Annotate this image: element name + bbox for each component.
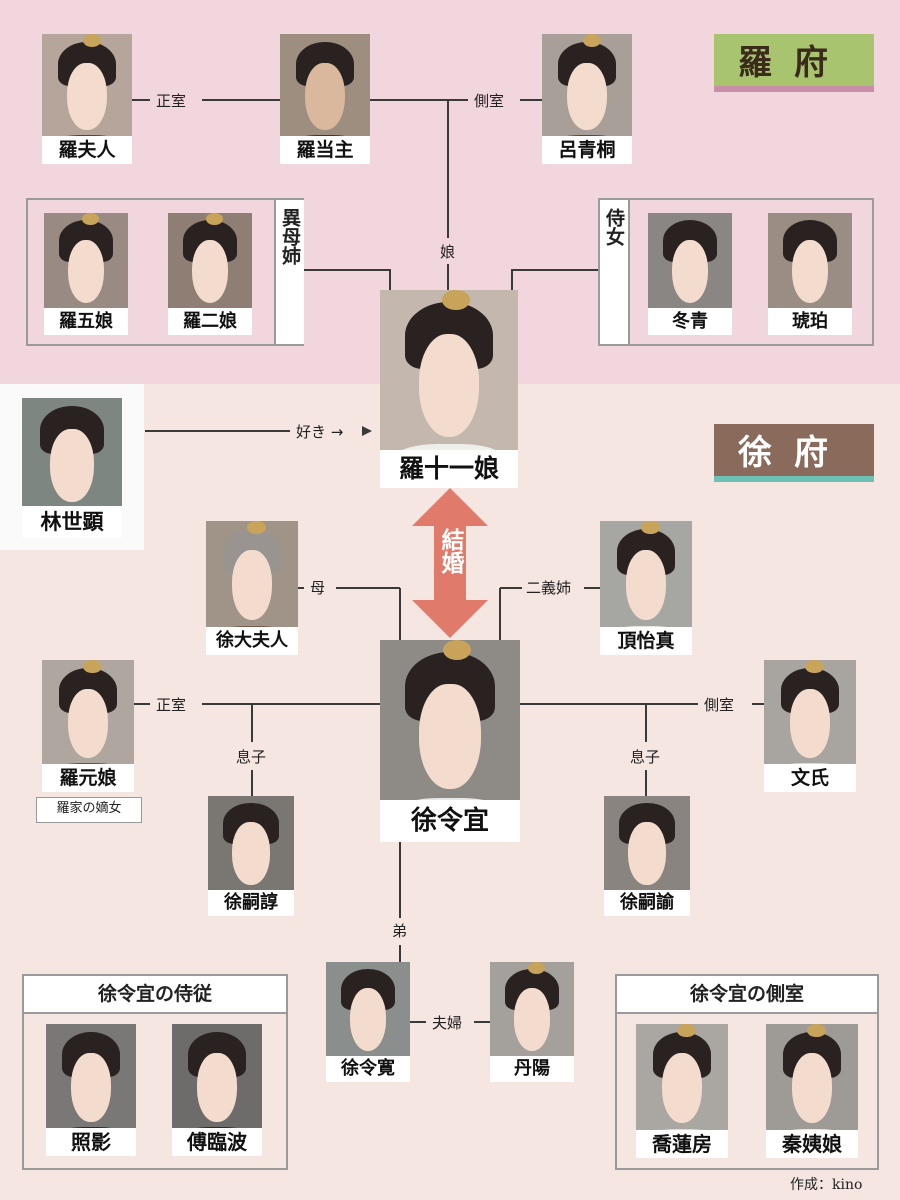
genyan-note: 羅家の嫡女 [36, 797, 142, 823]
name-shoei: 照影 [46, 1128, 136, 1156]
name-jo-shiyu: 徐嗣諭 [604, 890, 690, 916]
portrait-tanyou: 丹陽 [490, 962, 574, 1082]
concubines-panel: 徐令宜の側室 [615, 974, 879, 1170]
label-seishitsu-top: 正室 [156, 92, 187, 110]
name-jo-shijun: 徐嗣諄 [208, 890, 294, 916]
label-nigishi: 二義姉 [526, 579, 572, 597]
name-jo-reigi: 徐令宜 [380, 800, 520, 842]
name-bunshi: 文氏 [764, 764, 856, 792]
name-ra-toushu: 羅当主 [280, 136, 370, 164]
portrait-rin-seiki: 林世顕 [22, 398, 122, 538]
portrait-ro-seidou: 呂青桐 [542, 34, 632, 164]
label-musume: 娘 [440, 243, 456, 261]
portrait-ra-gonyan: 羅五娘 [44, 213, 128, 335]
name-tei-ishin: 頂怡真 [600, 627, 692, 655]
label-musuko-right: 息子 [630, 748, 661, 766]
name-jo-reikan: 徐令寛 [326, 1056, 410, 1082]
concubines-panel-title: 徐令宜の側室 [617, 976, 877, 1014]
name-furinha: 傅臨波 [172, 1128, 262, 1156]
label-musuko-left: 息子 [236, 748, 267, 766]
portrait-kohaku: 琥珀 [768, 213, 852, 335]
portrait-tei-ishin: 頂怡真 [600, 521, 692, 655]
name-tanyou: 丹陽 [490, 1056, 574, 1082]
name-shinyan: 秦姨娘 [766, 1130, 858, 1158]
portrait-ra-jiyan: 羅二娘 [168, 213, 252, 335]
jofu-title-text: 徐府 [738, 433, 850, 473]
portrait-ra-juichinyan: 羅十一娘 [380, 290, 518, 488]
portrait-jo-shiyu: 徐嗣諭 [604, 796, 690, 916]
name-kohaku: 琥珀 [768, 308, 852, 335]
attendants-panel: 徐令宜の侍従 [22, 974, 288, 1170]
name-ro-seidou: 呂青桐 [542, 136, 632, 164]
portrait-jo-taifujin: 徐大夫人 [206, 521, 298, 655]
portrait-ra-toushu: 羅当主 [280, 34, 370, 164]
portrait-furinha: 傅臨波 [172, 1024, 262, 1156]
name-ra-juichinyan: 羅十一娘 [380, 450, 518, 488]
name-kyourenbou: 喬蓮房 [636, 1130, 728, 1158]
rafu-title: 羅府 [714, 34, 874, 92]
portrait-jo-reikan: 徐令寛 [326, 962, 410, 1082]
portrait-toyei: 冬青 [648, 213, 732, 335]
like-arrowhead [362, 426, 372, 436]
maids-box: 侍女 [598, 198, 874, 346]
half-sisters-box: 異母姉 [26, 198, 304, 346]
label-suki: 好き → [296, 423, 344, 441]
name-ra-gonyan: 羅五娘 [44, 308, 128, 335]
name-rin-seiki: 林世顕 [22, 506, 122, 538]
label-kekkon: 結婚 [437, 528, 464, 574]
marriage-arrow [412, 488, 488, 638]
portrait-ra-fujin: 羅夫人 [42, 34, 132, 164]
portrait-shoei: 照影 [46, 1024, 136, 1156]
jofu-title: 徐府 [714, 424, 874, 482]
name-ra-jiyan: 羅二娘 [168, 308, 252, 335]
maid-label: 侍女 [600, 200, 630, 344]
rafu-title-text: 羅府 [738, 43, 850, 83]
label-seishitsu-mid: 正室 [156, 696, 187, 714]
name-ra-fujin: 羅夫人 [42, 136, 132, 164]
label-sokushitsu-top: 側室 [474, 92, 505, 110]
portrait-kyourenbou: 喬蓮房 [636, 1024, 728, 1158]
portrait-jo-reigi: 徐令宜 [380, 640, 520, 842]
label-haha: 母 [310, 579, 326, 597]
name-ra-genyan: 羅元娘 [42, 764, 134, 792]
half-sister-label: 異母姉 [274, 200, 304, 344]
attendants-panel-title: 徐令宜の侍従 [24, 976, 286, 1014]
portrait-bunshi: 文氏 [764, 660, 856, 792]
portrait-shinyan: 秦姨娘 [766, 1024, 858, 1158]
name-toyei: 冬青 [648, 308, 732, 335]
label-fuufu: 夫婦 [432, 1014, 463, 1032]
credit: 作成：kino [790, 1177, 863, 1193]
label-sokushitsu-mid: 側室 [704, 696, 735, 714]
portrait-jo-shijun: 徐嗣諄 [208, 796, 294, 916]
name-jo-taifujin: 徐大夫人 [206, 627, 298, 655]
label-otouto: 弟 [392, 922, 408, 940]
portrait-ra-genyan: 羅元娘 [42, 660, 134, 792]
